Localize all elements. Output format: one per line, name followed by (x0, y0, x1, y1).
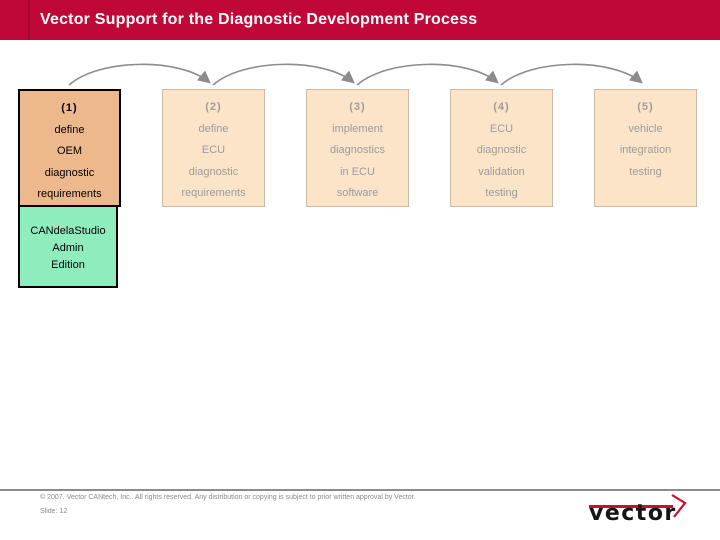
step-text: diagnostics (329, 144, 386, 156)
copyright-text: © 2007. Vector CANtech, Inc.. All rights… (40, 494, 416, 501)
header-accent-line (28, 0, 30, 40)
step-text: define (198, 122, 229, 135)
step-text: testing (485, 187, 518, 199)
vector-logo: vector (586, 493, 696, 535)
step-text: software (336, 187, 379, 199)
process-step-1: (1) define OEM diagnostic requirements (18, 89, 121, 207)
step-text: requirements (181, 187, 246, 199)
flow-arrow-1-2 (68, 63, 211, 86)
step-text: vehicle (628, 122, 663, 135)
tool-text: Admin (52, 242, 84, 254)
step-number: (3) (349, 101, 366, 113)
step-number: (1) (61, 102, 78, 114)
tool-text: Edition (51, 259, 85, 271)
step-text: testing (629, 165, 662, 178)
step-text: diagnostic (476, 144, 527, 156)
slide-header: Vector Support for the Diagnostic Develo… (0, 0, 720, 40)
step-text: validation (478, 165, 525, 178)
step-number: (4) (493, 101, 510, 113)
step-text: ECU (201, 144, 226, 156)
step-text: define (54, 123, 85, 136)
flow-arrow-2-3 (212, 63, 355, 86)
process-step-3: (3) implement diagnostics in ECU softwar… (306, 89, 409, 207)
page-title: Vector Support for the Diagnostic Develo… (40, 11, 478, 28)
step-number: (5) (637, 101, 654, 113)
vector-logo-text: vector (589, 501, 677, 526)
step-text: in ECU (340, 165, 375, 178)
tool-text: CANdelaStudio (30, 225, 106, 237)
step-number: (2) (205, 101, 222, 113)
flow-arrows (68, 63, 643, 86)
process-step-5: (5) vehicle integration testing (594, 89, 697, 207)
process-step-4: (4) ECU diagnostic validation testing (450, 89, 553, 207)
step-text: integration (619, 144, 672, 156)
flow-arrow-3-4 (356, 63, 499, 86)
vector-logo-arrow-icon (589, 494, 687, 518)
step-text: OEM (56, 145, 83, 157)
step-text: implement (332, 122, 383, 135)
footer-divider (0, 489, 720, 491)
slide-number: Slide: 12 (40, 508, 68, 515)
process-step-2: (2) define ECU diagnostic requirements (162, 89, 265, 207)
candelastudio-tool-box: CANdelaStudio Admin Edition (18, 205, 118, 288)
step-text: requirements (37, 188, 102, 200)
flow-arrow-4-5 (500, 63, 643, 86)
step-text: diagnostic (44, 166, 95, 179)
step-text: diagnostic (188, 165, 239, 178)
step-text: ECU (489, 122, 514, 135)
